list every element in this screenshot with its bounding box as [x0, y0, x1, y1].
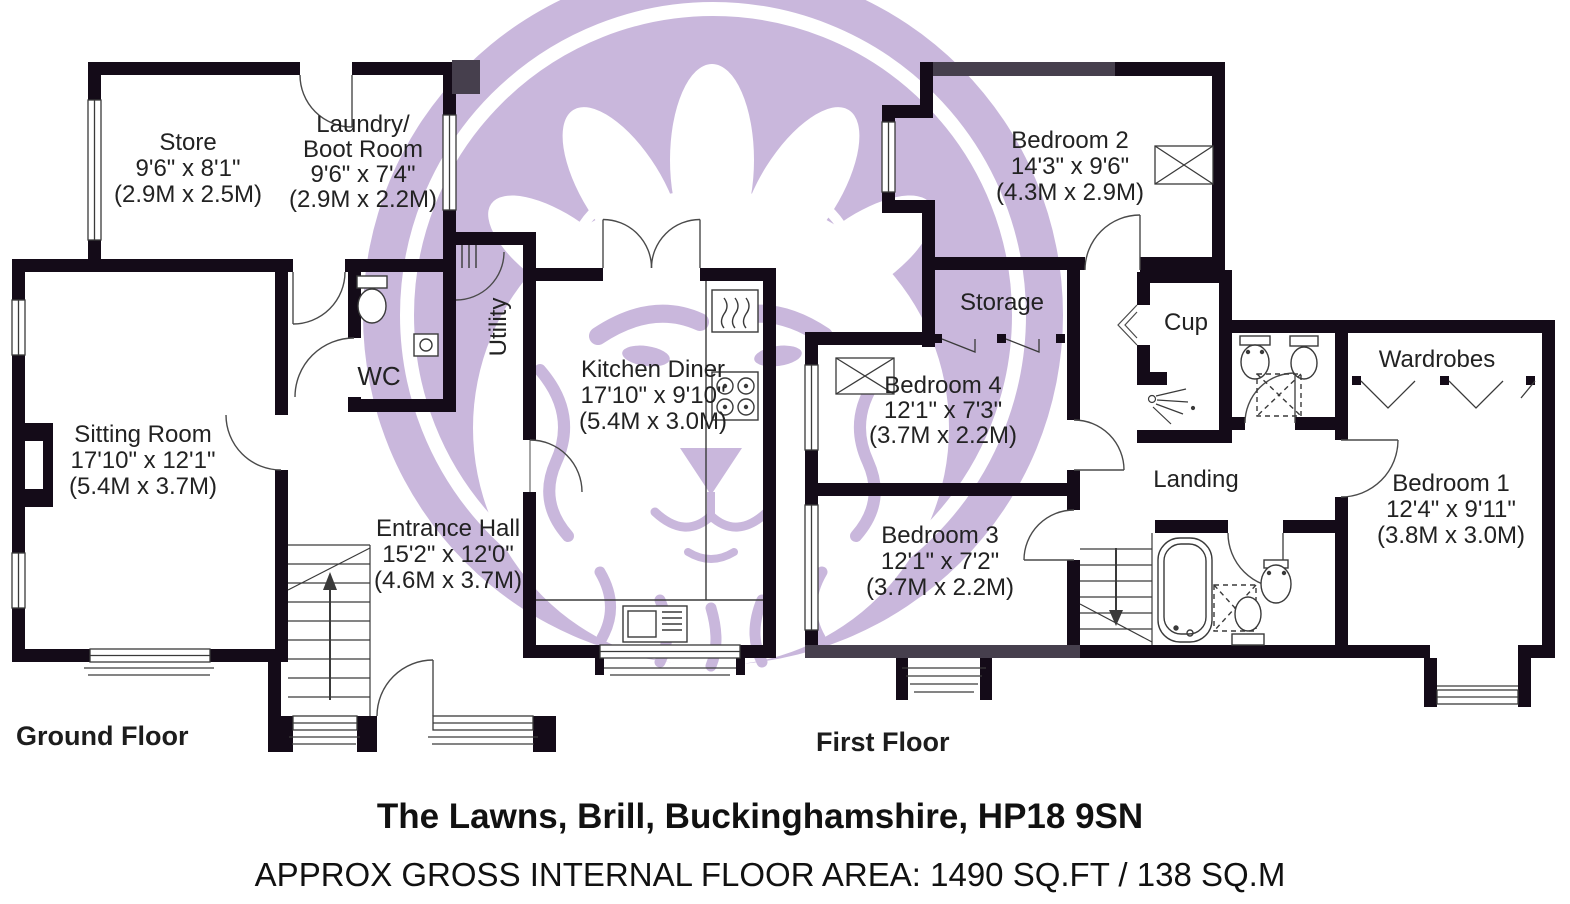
first-floor-door-openings — [1065, 255, 1518, 658]
bedroom4-dims-ft: 12'1" x 7'3" — [883, 397, 1003, 424]
wardrobe-rail-icons — [1352, 376, 1536, 409]
toilet-icon — [356, 275, 388, 324]
ground-floor-door-swings — [225, 74, 701, 717]
shower-tray-icon — [1256, 373, 1302, 417]
kitchen-diner-dims-ft: 17'10" x 9'10" — [580, 382, 726, 409]
laundry-room-label-1: Laundry/ — [316, 111, 410, 138]
hob-icon — [711, 371, 759, 421]
kitchen-sink-icon — [622, 605, 688, 643]
entrance-hall-label: Entrance Hall — [375, 515, 521, 542]
window-icon — [1436, 685, 1519, 705]
kitchen-diner-dims-m: (5.4M x 3.0M) — [578, 408, 728, 435]
laundry-dims-ft: 9'6" x 7'4" — [310, 161, 416, 188]
ground-floor-door-openings — [273, 60, 700, 732]
bedroom1-label: Bedroom 1 — [1392, 470, 1510, 497]
bifold-door-icon — [1117, 304, 1138, 346]
ground-floor-fixtures — [356, 245, 763, 643]
porch-steps — [902, 667, 986, 693]
rooflight-icon — [1154, 145, 1214, 185]
window-icon — [289, 715, 360, 745]
bedroom2-dims-ft: 14'3" x 9'6" — [1010, 153, 1130, 180]
stairs-down-icon — [1079, 533, 1153, 645]
utility-room-label: Utility — [485, 297, 512, 357]
window-icon — [11, 299, 26, 356]
bath-icon — [1157, 537, 1213, 643]
toilet-icon — [1231, 596, 1265, 646]
sitting-room-dims-m: (5.4M x 3.7M) — [68, 473, 218, 500]
utility-step-lines — [461, 245, 477, 268]
bedroom2-dims-m: (4.3M x 2.9M) — [995, 179, 1145, 206]
wc-room-label: WC — [357, 361, 401, 391]
first-floor-windows — [804, 121, 1519, 705]
storage-zigzag — [933, 334, 1065, 353]
entrance-hall-dims-m: (4.6M x 3.7M) — [373, 567, 523, 594]
first-floor-fixtures — [902, 335, 1319, 693]
kitchen-counter — [536, 281, 763, 601]
window-icon — [442, 114, 457, 211]
bedroom3-label: Bedroom 3 — [881, 522, 999, 549]
window-icon — [881, 121, 896, 193]
kitchen-diner-label: Kitchen Diner — [580, 356, 726, 383]
store-room-label: Store — [159, 129, 217, 156]
entrance-hall-dims-ft: 15'2" x 12'0" — [382, 541, 514, 568]
sink-icon — [1260, 559, 1292, 604]
sink-icon — [413, 333, 439, 357]
window-icon — [804, 364, 819, 451]
property-address: The Lawns, Brill, Buckinghamshire, HP18 … — [376, 797, 1144, 836]
ground-floor-windows — [11, 99, 741, 745]
window-icon — [428, 715, 538, 745]
landing-label: Landing — [1153, 466, 1239, 493]
wardrobes-label: Wardrobes — [1378, 346, 1496, 373]
store-dims-m: (2.9M x 2.5M) — [113, 181, 263, 208]
bedroom4-dims-m: (3.7M x 2.2M) — [868, 422, 1018, 449]
sitting-room-label: Sitting Room — [74, 421, 212, 448]
oven-icon — [711, 289, 759, 333]
laundry-dims-m: (2.9M x 2.2M) — [288, 186, 438, 213]
shower-head-icon — [1147, 388, 1196, 425]
bedroom1-dims-ft: 12'4" x 9'11" — [1386, 496, 1516, 523]
window-icon — [84, 648, 214, 676]
bedroom4-label: Bedroom 4 — [884, 372, 1002, 399]
toilet-icon — [1289, 335, 1319, 380]
cupboard-label: Cup — [1163, 309, 1209, 336]
ground-floor-title: Ground Floor — [16, 721, 189, 751]
bedroom3-dims-m: (3.7M x 2.2M) — [865, 574, 1015, 601]
rooflight-icon — [835, 357, 895, 395]
window-icon — [804, 504, 819, 631]
window-icon — [11, 552, 26, 609]
storage-label: Storage — [959, 289, 1045, 316]
floor-area-note: APPROX GROSS INTERNAL FLOOR AREA: 1490 S… — [254, 856, 1286, 893]
bedroom3-dims-ft: 12'1" x 7'2" — [880, 548, 1000, 575]
stairs-up-icon — [287, 544, 371, 716]
window-icon — [599, 644, 741, 676]
laundry-room-label-2: Boot Room — [302, 136, 424, 163]
store-dims-ft: 9'6" x 8'1" — [135, 155, 241, 182]
first-floor-title: First Floor — [816, 727, 950, 757]
sitting-room-dims-ft: 17'10" x 12'1" — [70, 447, 216, 474]
bedroom2-label: Bedroom 2 — [1011, 127, 1129, 154]
window-icon — [87, 99, 102, 241]
sink-icon — [1239, 335, 1271, 380]
bedroom1-dims-m: (3.8M x 3.0M) — [1376, 522, 1526, 549]
